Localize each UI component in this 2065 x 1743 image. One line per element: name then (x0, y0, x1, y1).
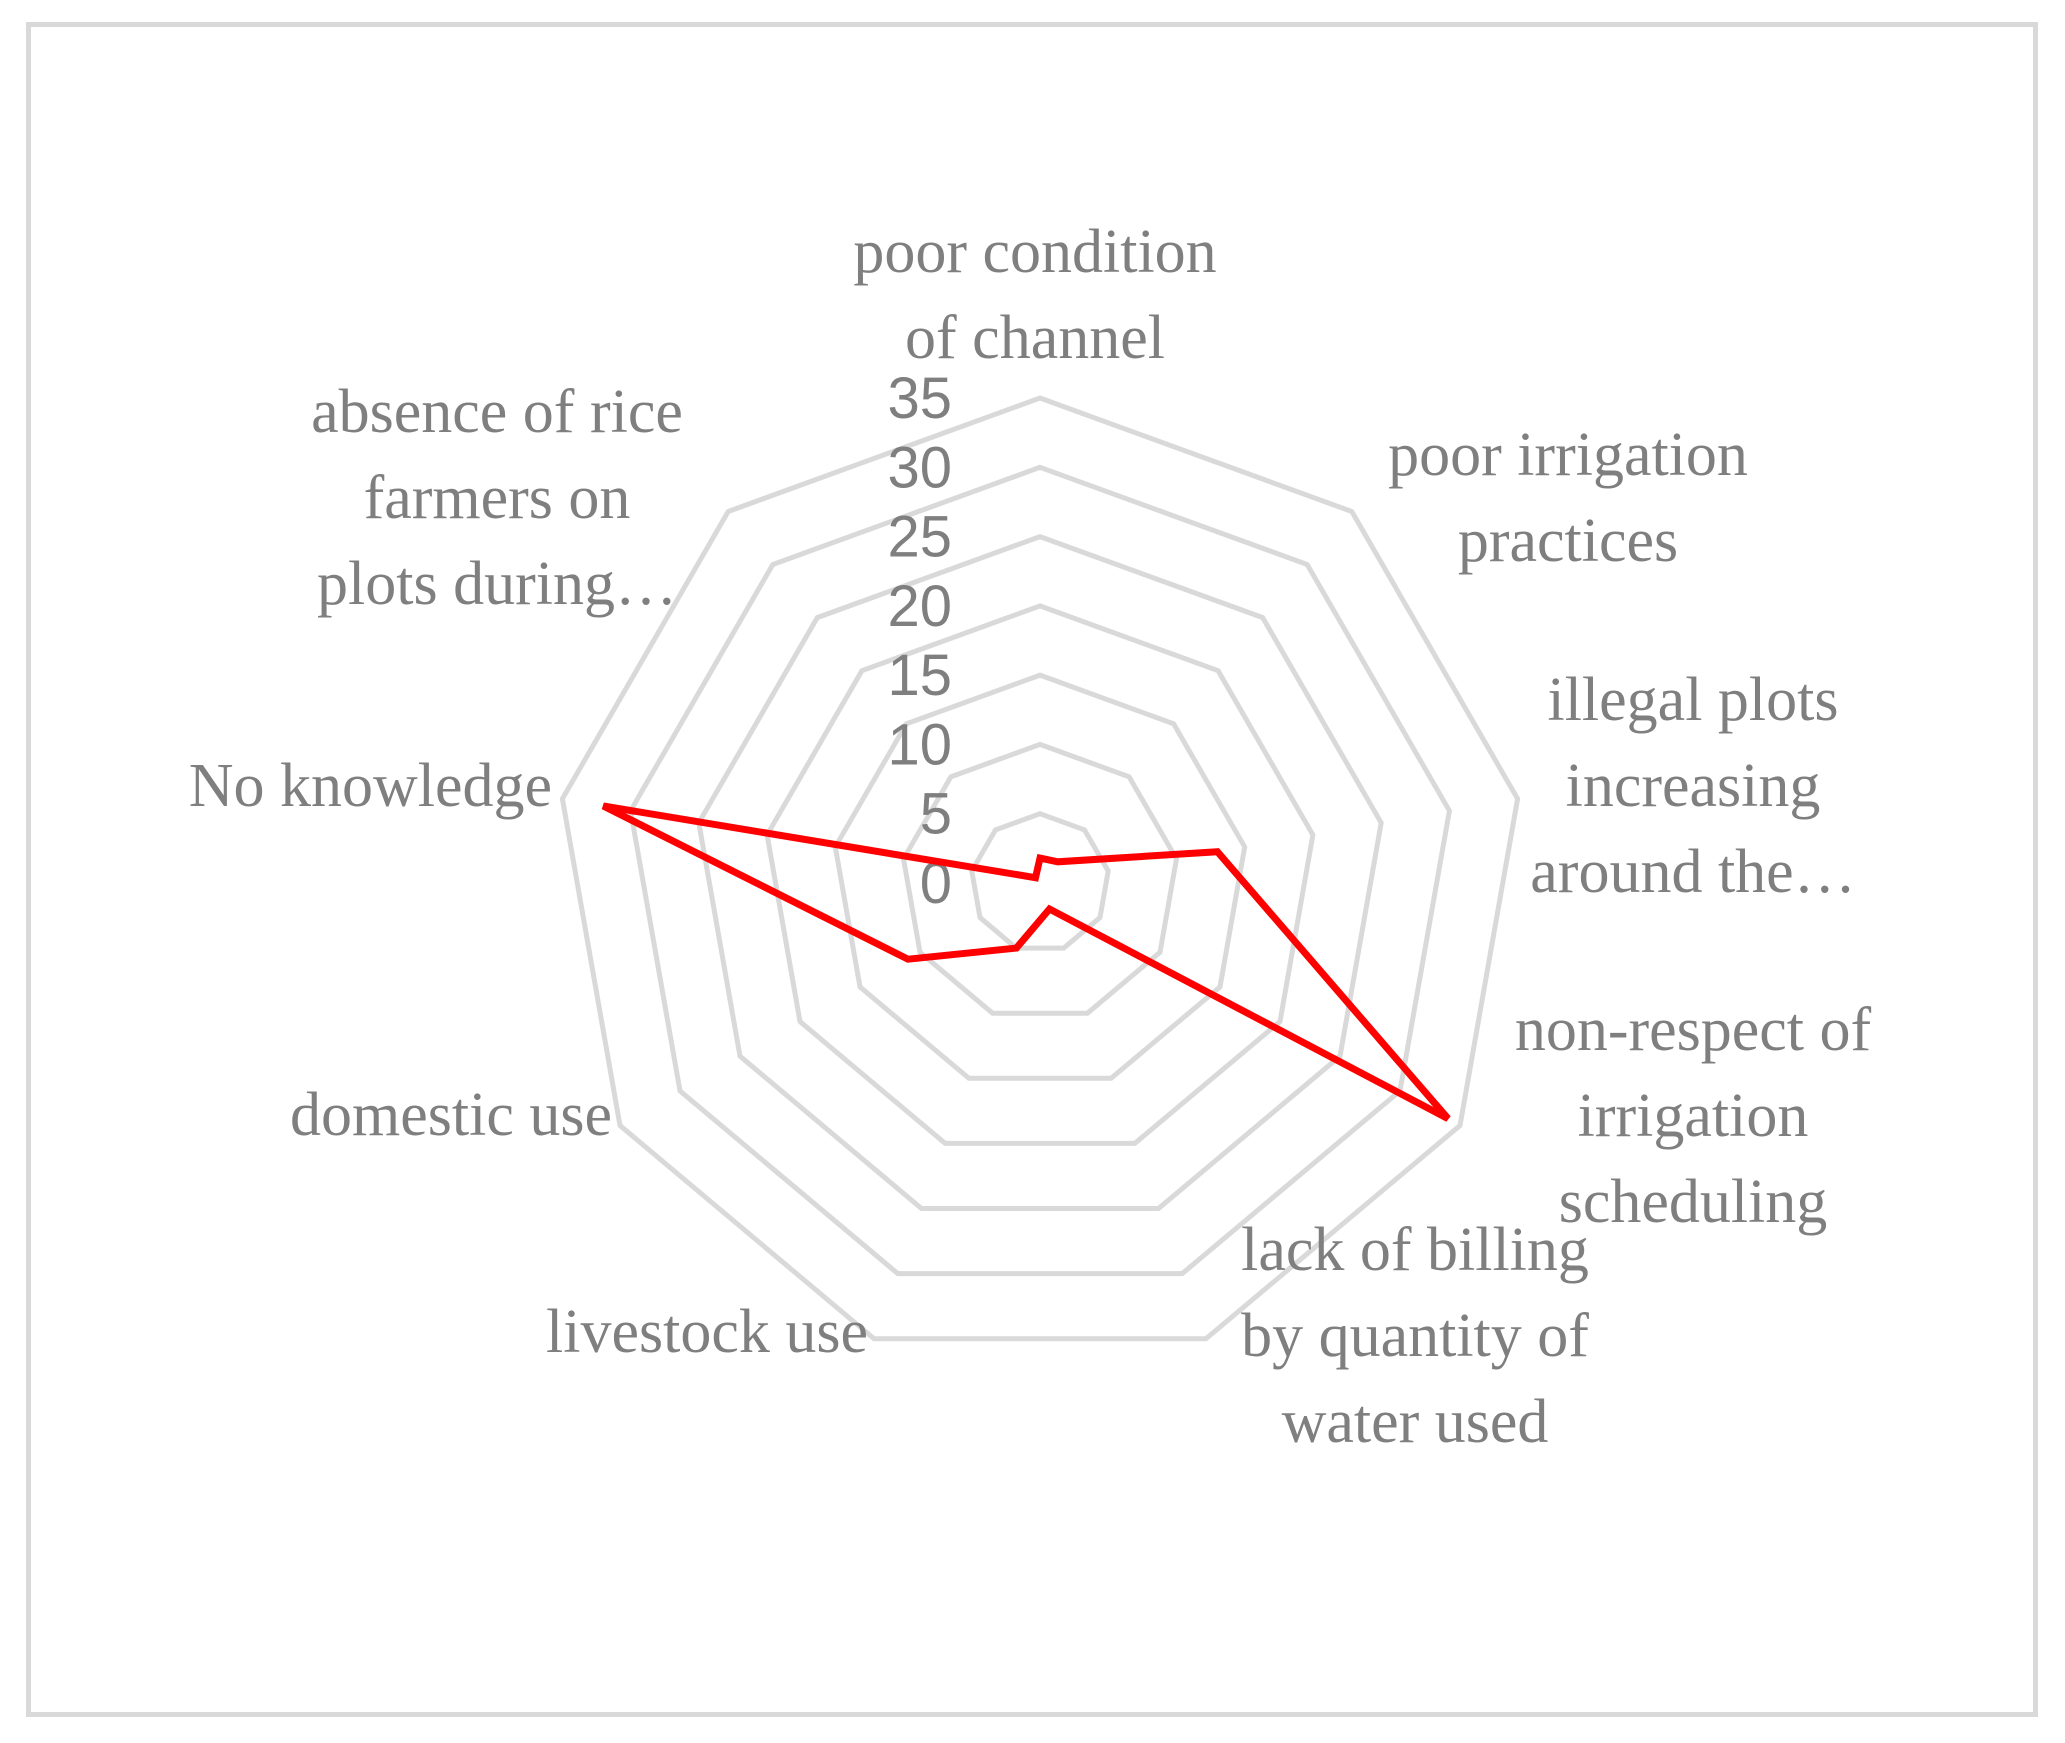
grid-ring-35 (559, 395, 1521, 1342)
radar-grid (559, 395, 1521, 1342)
tick-label-20: 20 (887, 574, 952, 639)
grid-ring-15 (832, 672, 1248, 1081)
tick-label-10: 10 (887, 712, 952, 777)
tick-label-5: 5 (920, 782, 952, 847)
tick-label-30: 30 (887, 435, 952, 500)
chart-frame (26, 22, 2038, 1717)
data-series (601, 802, 1451, 1122)
grid-ring-20 (764, 603, 1316, 1146)
grid-ring-30 (627, 464, 1453, 1277)
tick-label-25: 25 (887, 505, 952, 570)
grid-ring-5 (969, 811, 1111, 951)
series-line-1 (601, 802, 1451, 1122)
grid-ring-25 (696, 533, 1384, 1211)
category-label-6: livestock use (546, 1298, 868, 1366)
category-label-7: domestic use (290, 1081, 612, 1149)
tick-label-35: 35 (887, 366, 952, 431)
category-label-8: No knowledge (189, 752, 552, 820)
tick-label-15: 15 (887, 643, 952, 708)
grid-ring-10 (900, 741, 1180, 1016)
